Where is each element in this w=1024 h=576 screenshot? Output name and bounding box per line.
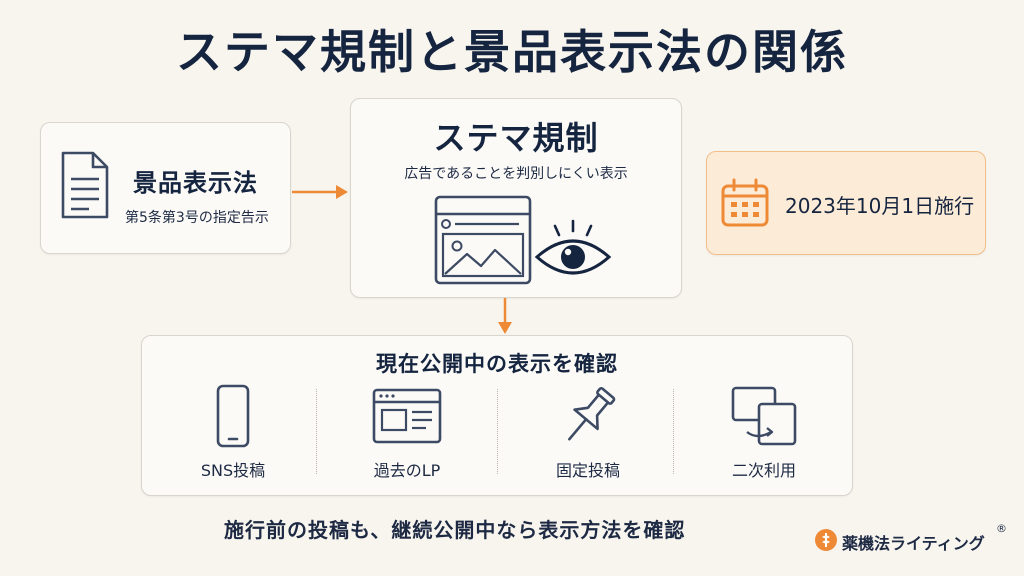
check-item-label: 固定投稿 <box>555 461 620 480</box>
document-icon <box>61 151 109 219</box>
check-item-label: 過去のLP <box>373 461 441 480</box>
eye-icon <box>534 219 612 275</box>
check-item-reuse: 二次利用 <box>677 384 851 484</box>
divider <box>497 389 498 474</box>
arrow-right-icon <box>292 185 348 199</box>
check-item-label: 二次利用 <box>731 461 796 480</box>
page-title: ステマ規制と景品表示法の関係 <box>176 25 848 79</box>
landing-page-icon <box>372 388 442 444</box>
regulation-card: ステマ規制 広告であることを判別しにくい表示 <box>350 98 682 298</box>
date-card: 2023年10月1日施行 <box>706 151 986 255</box>
arrow-down-icon <box>498 298 512 334</box>
check-title: 現在公開中の表示を確認 <box>376 352 618 376</box>
check-card: 現在公開中の表示を確認 SNS投稿 過去のLP <box>141 335 853 496</box>
divider <box>316 389 317 474</box>
check-item-sns: SNS投稿 <box>146 384 320 484</box>
law-title: 景品表示法 <box>133 169 258 197</box>
webpage-icon <box>434 195 532 285</box>
calendar-icon <box>721 178 769 227</box>
check-item-pinned: 固定投稿 <box>501 384 675 484</box>
regulation-subtitle: 広告であることを判別しにくい表示 <box>404 166 628 182</box>
brand-name: 薬機法ライティング <box>842 534 985 553</box>
brand-logo-icon <box>815 529 837 551</box>
pushpin-icon <box>568 386 616 441</box>
check-item-lp: 過去のLP <box>320 384 494 484</box>
footer-note: 施行前の投稿も、継続公開中なら表示方法を確認 <box>224 518 686 542</box>
regulation-title: ステマ規制 <box>433 119 599 157</box>
smartphone-icon <box>216 384 250 448</box>
check-item-label: SNS投稿 <box>200 461 266 480</box>
law-subtitle: 第5条第3号の指定告示 <box>125 210 269 226</box>
registered-mark: ® <box>996 522 1007 535</box>
repost-icon <box>731 386 797 446</box>
effective-date: 2023年10月1日施行 <box>785 194 975 218</box>
law-card: 景品表示法 第5条第3号の指定告示 <box>40 122 291 254</box>
divider <box>673 389 674 474</box>
